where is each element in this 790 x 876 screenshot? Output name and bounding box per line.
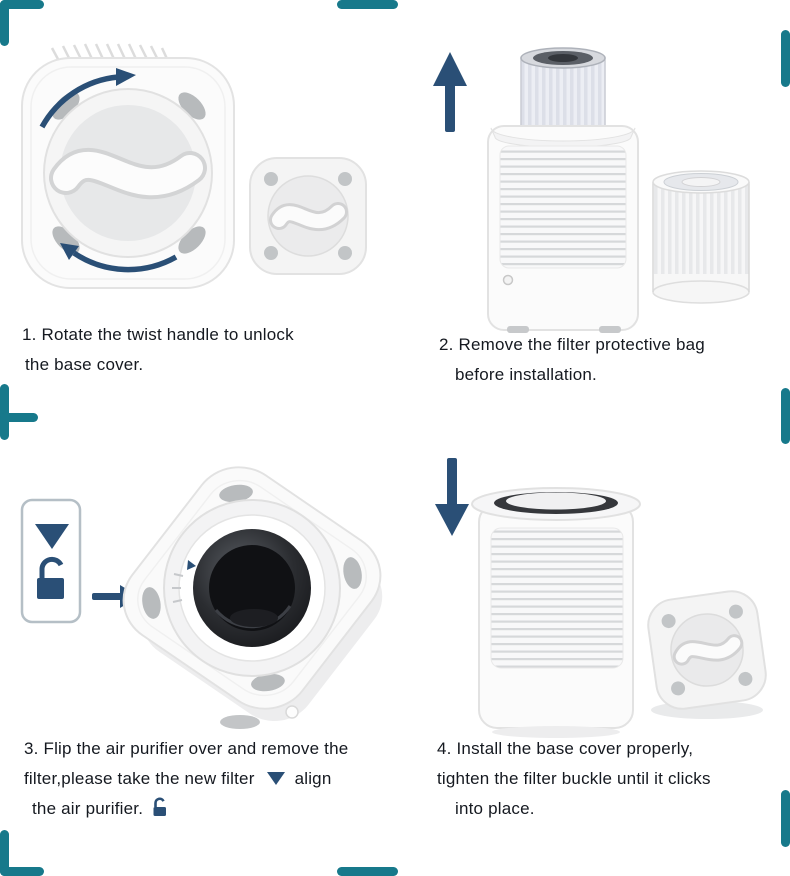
caption-line: before installation. — [455, 365, 597, 384]
up-arrow-icon — [433, 52, 467, 132]
step4-caption: 4. Install the base cover properly, tigh… — [437, 734, 711, 824]
caption-line: 2. Remove the filter protective bag — [439, 335, 705, 354]
legend-box — [20, 498, 82, 624]
step3-caption: 3. Flip the air purifier over and remove… — [24, 734, 348, 824]
rubber-foot — [220, 715, 260, 729]
corner-accent — [0, 0, 44, 9]
step1-illustration — [21, 43, 367, 289]
rubber-foot — [142, 587, 161, 619]
rubber-foot — [343, 557, 362, 589]
caption-line: 3. Flip the air purifier over and remove… — [24, 739, 349, 758]
step2-illustration — [433, 47, 750, 333]
corner-accent — [0, 830, 9, 876]
step3-panel: 3. Flip the air purifier over and remove… — [0, 438, 395, 876]
step4-panel: 4. Install the base cover properly, tigh… — [395, 438, 790, 876]
corner-accent — [337, 0, 398, 9]
rubber-foot — [251, 673, 285, 692]
corner-accent — [0, 0, 9, 46]
down-arrow-icon — [435, 458, 469, 536]
step2-panel: 2. Remove the filter protective bag befo… — [395, 0, 790, 438]
caption-line: filter,please take the new filter align — [24, 764, 348, 794]
base-cover — [249, 157, 367, 275]
caption-line: 1. Rotate the twist handle to unlock — [22, 325, 294, 344]
filter-being-removed — [520, 47, 606, 135]
unlock-icon — [153, 797, 167, 816]
corner-accent — [337, 867, 398, 876]
purifier-upside-down — [471, 487, 641, 738]
rubber-foot — [178, 92, 206, 120]
step1-panel: 1. Rotate the twist handle to unlock the… — [0, 0, 395, 438]
caption-line: the base cover. — [25, 355, 144, 374]
caption-line: tighten the filter buckle until it click… — [437, 769, 711, 788]
corner-accent — [781, 30, 790, 87]
step1-caption: 1. Rotate the twist handle to unlock the… — [22, 320, 294, 380]
corner-accent — [781, 388, 790, 444]
down-triangle-icon — [266, 772, 285, 785]
rubber-foot — [219, 484, 253, 503]
caption-line: 4. Install the base cover properly, — [437, 739, 694, 758]
purifier-bottom-face — [21, 57, 235, 289]
caption-text: align — [294, 769, 332, 788]
caption-text: filter,please take the new filter — [24, 769, 255, 788]
step2-caption: 2. Remove the filter protective bag befo… — [439, 330, 705, 390]
rubber-foot — [52, 92, 80, 120]
step3-illustration — [20, 466, 383, 729]
rotate-arrows-icon — [39, 68, 178, 273]
corner-accent — [781, 790, 790, 847]
unlock-marker — [187, 560, 196, 570]
step4-illustration — [435, 458, 767, 738]
twist-handle — [49, 148, 207, 200]
caption-line: the air purifier. — [32, 794, 348, 824]
rubber-foot — [178, 226, 206, 254]
base-cover — [647, 590, 767, 710]
corner-accent — [0, 384, 9, 440]
corner-accent — [0, 413, 38, 422]
power-button — [502, 274, 514, 286]
corner-button — [285, 705, 299, 719]
corner-accent — [0, 867, 44, 876]
down-triangle-icon — [35, 524, 69, 549]
new-filter — [652, 170, 750, 304]
caption-text: the air purifier. — [32, 799, 144, 818]
caption-line: into place. — [455, 799, 535, 818]
filter-cavity — [163, 499, 341, 677]
unlock-icon — [37, 556, 64, 599]
purifier-body — [487, 125, 639, 333]
